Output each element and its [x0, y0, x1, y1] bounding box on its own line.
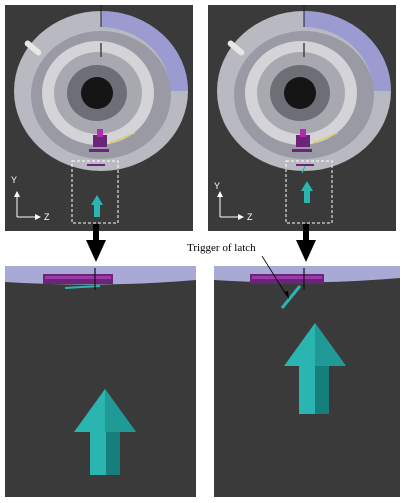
latch-base [292, 149, 312, 152]
input-arrow [91, 195, 103, 217]
connector-arrow-left-head [86, 240, 106, 262]
latch-highlight [45, 276, 111, 279]
arrow-head-shade [315, 323, 346, 366]
latch-highlight [252, 276, 322, 279]
latch-trigger [64, 285, 101, 289]
latch [93, 135, 107, 147]
latch-trigger [280, 285, 302, 309]
z-axis-label: Z [44, 212, 50, 222]
connector-arrow-right-head [296, 240, 316, 262]
zoom-box [71, 160, 119, 224]
latch-trigger [301, 165, 306, 174]
latch-base [89, 149, 109, 152]
latch-pin [300, 129, 306, 137]
panel-bottom-left-zoom-view [5, 266, 196, 497]
assembly-render: Y Z [11, 5, 188, 224]
zoom-box [285, 160, 333, 224]
panel-top-left-full-view: Y Z [5, 5, 193, 231]
arrow-head-shade [105, 389, 136, 432]
trigger-of-latch-label: Trigger of latch [187, 242, 256, 254]
z-axis-head [238, 214, 244, 220]
y-axis-label: Y [214, 181, 220, 191]
spring [109, 132, 136, 144]
zoom-render [5, 266, 196, 475]
y-axis-label: Y [11, 175, 17, 185]
side-tab [24, 40, 42, 56]
panel-bottom-right-zoom-view [214, 266, 400, 497]
hub-hole [284, 77, 316, 109]
panel-top-right-full-view: Y Z [208, 5, 396, 231]
arrow-shaft-shade [315, 366, 329, 414]
ring-tint [304, 11, 391, 91]
y-axis-head [217, 191, 223, 197]
input-arrow [301, 181, 313, 203]
spring [312, 132, 339, 144]
z-axis-label: Z [247, 212, 253, 222]
hub-hole [81, 77, 113, 109]
assembly-render: Y Z [214, 5, 391, 224]
zoom-render [214, 266, 400, 414]
arrow-shaft-shade [106, 432, 120, 475]
latch-pin [97, 129, 103, 137]
ring-tint [101, 11, 188, 91]
z-axis-head [35, 214, 41, 220]
latch [296, 135, 310, 147]
y-axis-head [14, 191, 20, 197]
side-tab [227, 40, 245, 56]
